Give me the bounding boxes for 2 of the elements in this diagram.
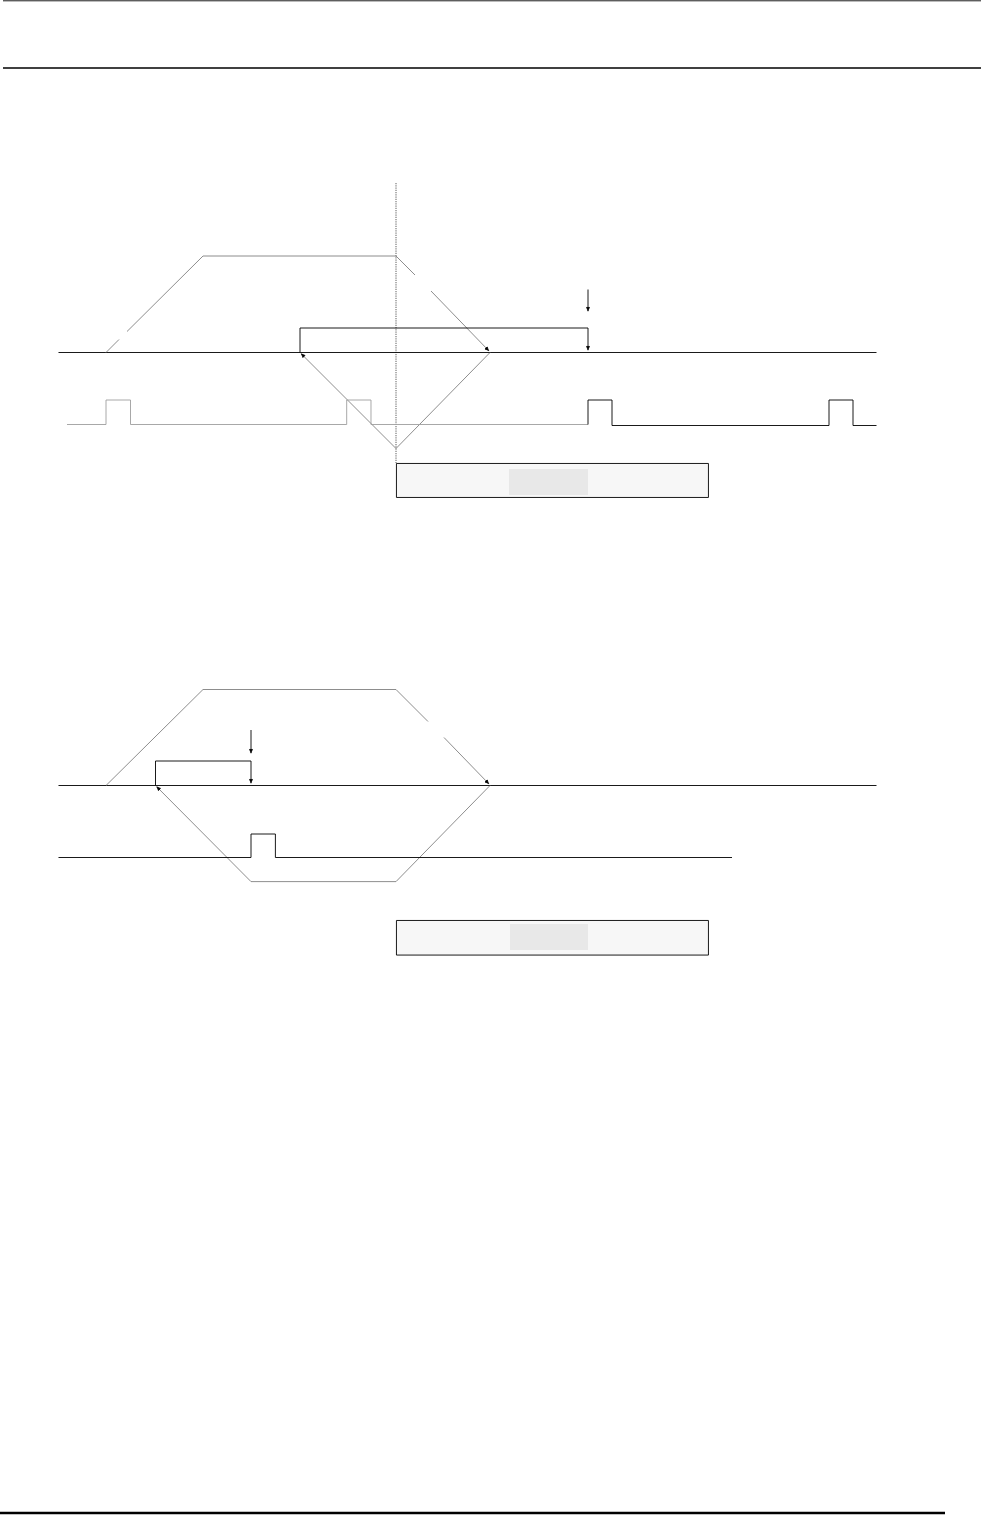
empty-box xyxy=(396,920,709,956)
empty-box xyxy=(396,463,709,498)
